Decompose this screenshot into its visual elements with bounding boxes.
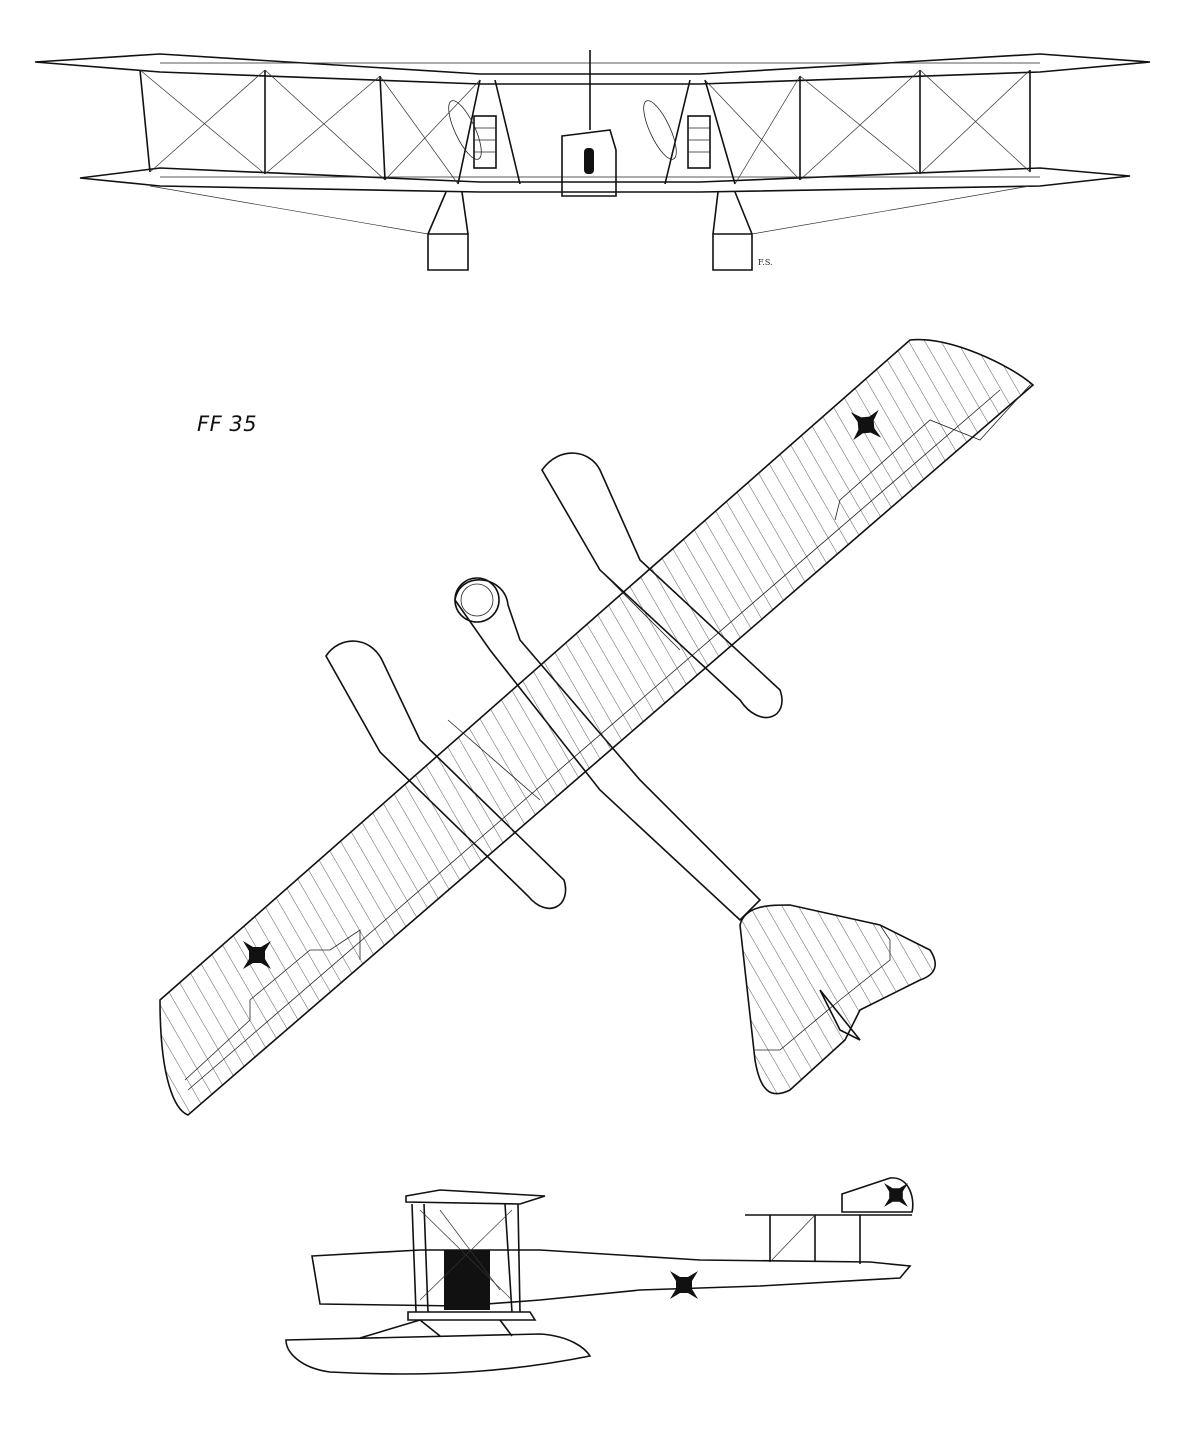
top-right-float xyxy=(541,452,783,719)
side-fin xyxy=(841,1177,914,1213)
side-fuselage-cross xyxy=(670,1271,698,1299)
front-view xyxy=(34,50,1151,271)
right-float xyxy=(712,233,753,271)
bracing-wires xyxy=(139,69,1031,185)
side-upper-wing xyxy=(405,1189,546,1205)
top-left-float xyxy=(325,640,567,910)
left-float xyxy=(427,233,469,271)
lower-wing xyxy=(79,167,1131,193)
interplane-struts xyxy=(139,69,1031,185)
side-fin-cross xyxy=(884,1183,908,1207)
draftsman-initials: F.S. xyxy=(758,258,773,267)
side-float xyxy=(285,1333,592,1375)
side-fuselage xyxy=(311,1249,912,1307)
top-view xyxy=(159,338,1035,1116)
tailplane xyxy=(739,904,936,1095)
right-engine xyxy=(687,115,711,169)
main-wing xyxy=(159,338,1035,1116)
left-engine xyxy=(473,115,497,169)
side-view xyxy=(285,1177,914,1375)
fuselage-front xyxy=(561,129,617,197)
aircraft-designation: FF 35 xyxy=(197,412,258,436)
upper-wing xyxy=(34,53,1151,85)
